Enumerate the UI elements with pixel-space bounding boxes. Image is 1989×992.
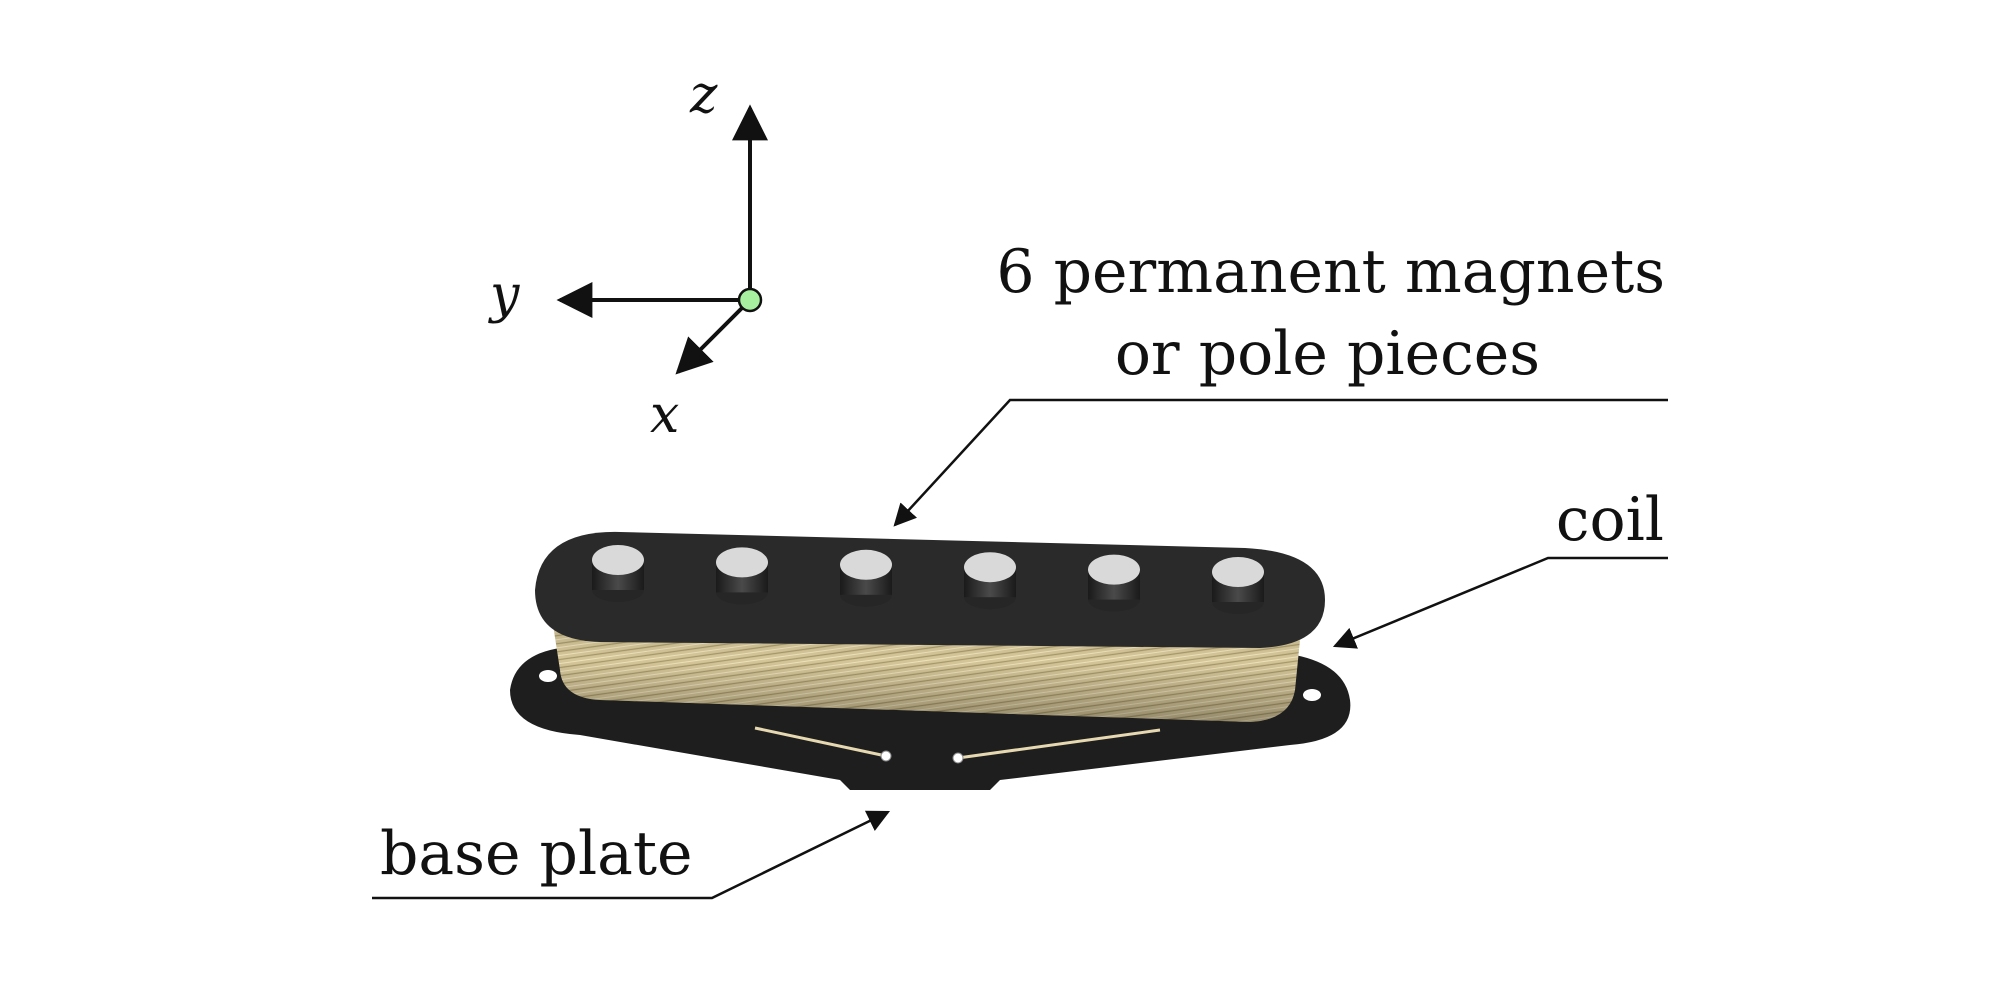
x-axis-label: x xyxy=(650,385,679,445)
pole-piece xyxy=(1088,554,1140,612)
magnets-label-line1: 6 permanent magnets xyxy=(996,237,1665,307)
pickup-cover xyxy=(535,531,1325,648)
magnets-callout: 6 permanent magnets or pole pieces xyxy=(893,237,1668,527)
coil-leader-line xyxy=(1332,556,1668,649)
magnets-leader-line xyxy=(893,398,1668,527)
mounting-hole-right xyxy=(1303,689,1321,701)
lead-terminal-left xyxy=(880,750,892,762)
coil-label: coil xyxy=(1556,485,1664,555)
pole-piece xyxy=(716,547,768,605)
pole-piece xyxy=(1212,557,1264,614)
base-plate-leader-line xyxy=(372,810,891,900)
pole-pieces xyxy=(592,545,1264,614)
pole-piece xyxy=(592,545,644,602)
origin-dot xyxy=(737,287,763,313)
z-axis-label: z xyxy=(689,65,718,125)
pole-piece xyxy=(840,549,892,607)
magnets-label-line2: or pole pieces xyxy=(1115,319,1540,389)
base-plate-callout: base plate xyxy=(372,810,891,900)
lead-wire-left xyxy=(754,726,887,758)
y-axis-label: y xyxy=(488,265,520,325)
x-axis-arrow xyxy=(675,298,752,375)
lead-wire-right xyxy=(957,728,1161,760)
pickup-model xyxy=(510,531,1351,790)
base-plate-label: base plate xyxy=(380,819,693,889)
lead-terminal-right xyxy=(952,752,964,764)
pole-piece xyxy=(964,552,1016,610)
mounting-hole-left xyxy=(539,670,557,682)
axes-gizmo: z y x xyxy=(488,65,768,445)
coil-callout: coil xyxy=(1332,485,1668,649)
